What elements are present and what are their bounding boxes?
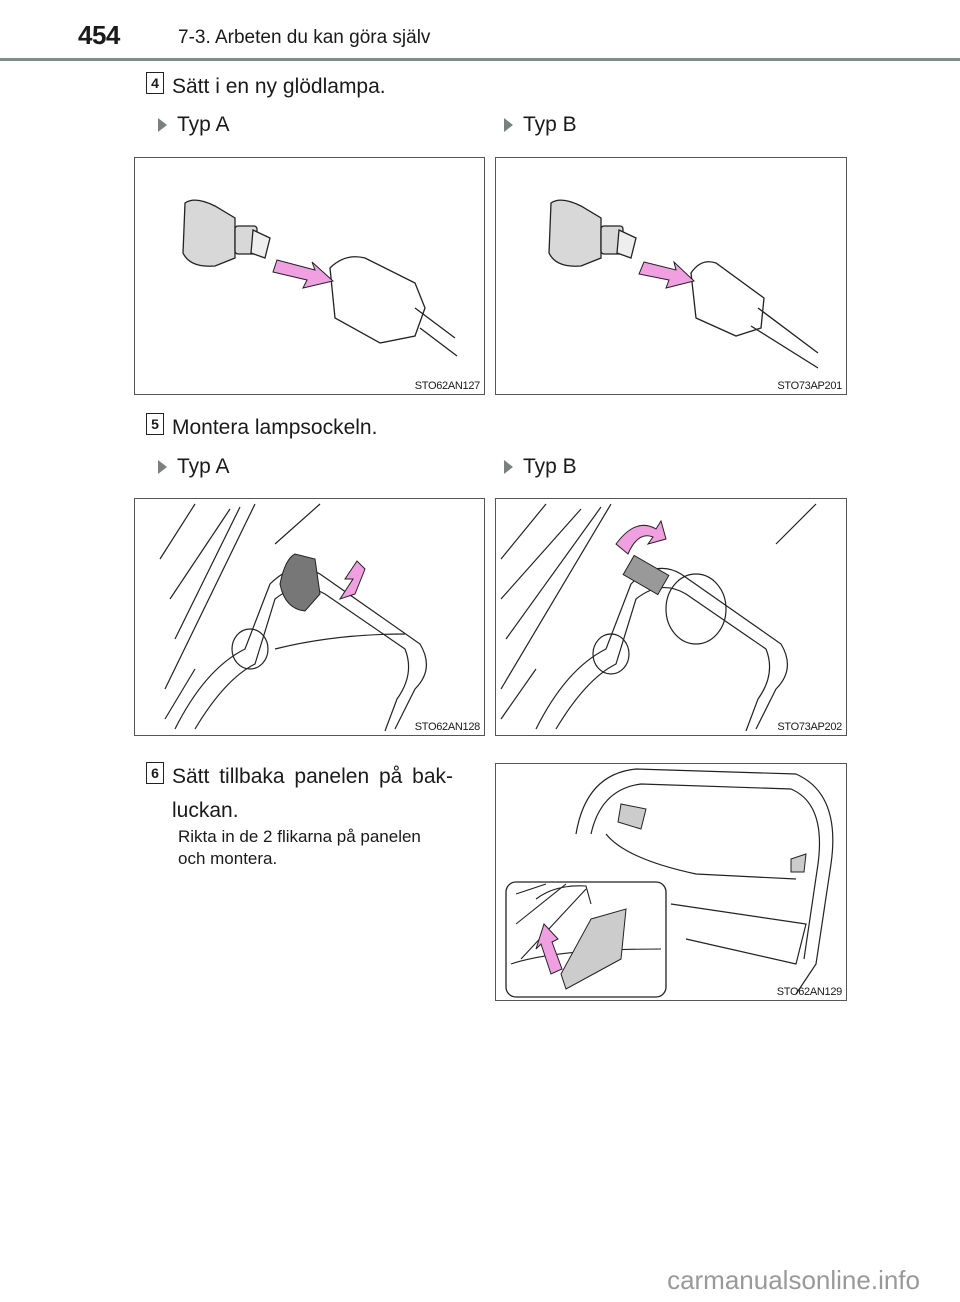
figure-bulb-insert-type-b: STO73AP201 (495, 157, 847, 395)
triangle-bullet-icon (504, 460, 513, 474)
step-title-line: Sätt tillbaka panelen på bak- (172, 765, 454, 788)
header-rule (0, 58, 960, 61)
step-6: 6 Sätt tillbaka panelen på bak- luckan. (146, 760, 453, 828)
figure-code: STO73AP201 (777, 380, 842, 392)
bulb-illustration (182, 199, 458, 357)
step-number-badge: 5 (146, 413, 164, 435)
type-label: Typ B (523, 455, 577, 478)
step-title: Sätt tillbaka panelen på bak- luckan. (172, 760, 453, 828)
step-number-badge: 6 (146, 762, 164, 784)
type-a-label: Typ A (158, 113, 230, 137)
figure-socket-install-type-a: STO62AN128 (134, 498, 485, 736)
step-number-badge: 4 (146, 72, 164, 94)
step-6-description: Rikta in de 2 flikarna på panelen och mo… (178, 826, 421, 870)
step-4: 4 Sätt i en ny glödlampa. (146, 70, 386, 104)
figure-code: STO62AN128 (414, 721, 481, 733)
figure-code: STO73AP202 (777, 721, 842, 733)
triangle-bullet-icon (158, 118, 167, 132)
type-label: Typ A (177, 113, 230, 136)
description-line: Rikta in de 2 flikarna på panelen (178, 827, 421, 846)
triangle-bullet-icon (158, 460, 167, 474)
type-label: Typ B (523, 113, 577, 136)
type-b-label: Typ B (504, 113, 577, 137)
type-a-label: Typ A (158, 455, 230, 479)
step-title-line: luckan. (172, 799, 239, 822)
type-b-label: Typ B (504, 455, 577, 479)
figure-code: STO62AN127 (414, 380, 481, 392)
socket-illustration (159, 503, 427, 732)
section-title: 7-3. Arbeten du kan göra själv (178, 27, 431, 48)
bulb-illustration (548, 199, 819, 369)
type-label: Typ A (177, 455, 230, 478)
back-door-illustration (505, 768, 834, 998)
step-title: Montera lampsockeln. (172, 416, 378, 439)
watermark: carmanualsonline.info (667, 1265, 920, 1295)
socket-illustration (500, 503, 817, 732)
step-title: Sätt i en ny glödlampa. (172, 75, 386, 98)
page-number: 454 (78, 20, 120, 50)
step-5: 5 Montera lampsockeln. (146, 411, 377, 445)
description-line: och montera. (178, 849, 278, 868)
figure-code: STO62AN129 (776, 986, 843, 998)
figure-bulb-insert-type-a: STO62AN127 (134, 157, 485, 395)
triangle-bullet-icon (504, 118, 513, 132)
figure-socket-install-type-b: STO73AP202 (495, 498, 847, 736)
figure-back-door-panel: STO62AN129 (495, 763, 847, 1001)
